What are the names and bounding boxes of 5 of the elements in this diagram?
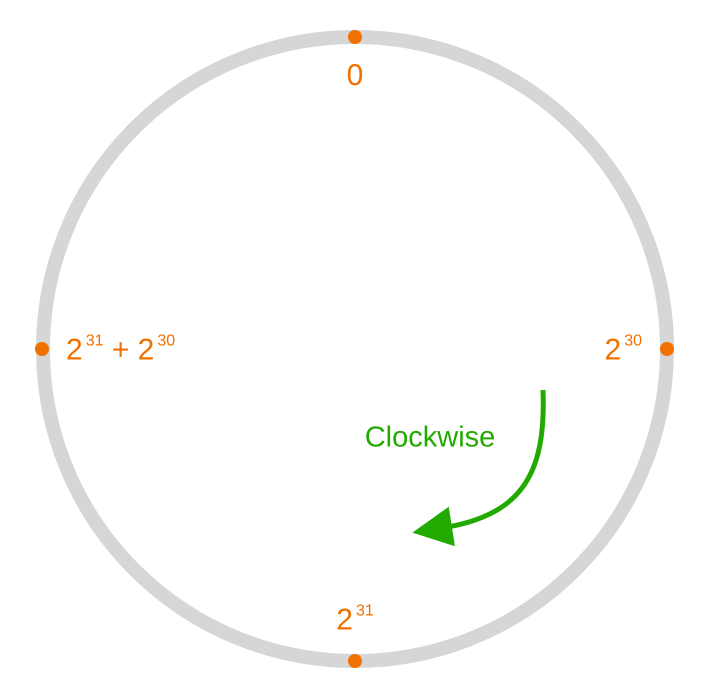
direction-label: Clockwise (364, 420, 496, 456)
value-label: 2$^{31}$ + 2$^{30}$ (66, 332, 176, 368)
value-label: 2$^{30}$ (604, 332, 642, 368)
value-label: 2$^{31}$ (336, 602, 374, 638)
value-label: 0 (346, 58, 364, 94)
